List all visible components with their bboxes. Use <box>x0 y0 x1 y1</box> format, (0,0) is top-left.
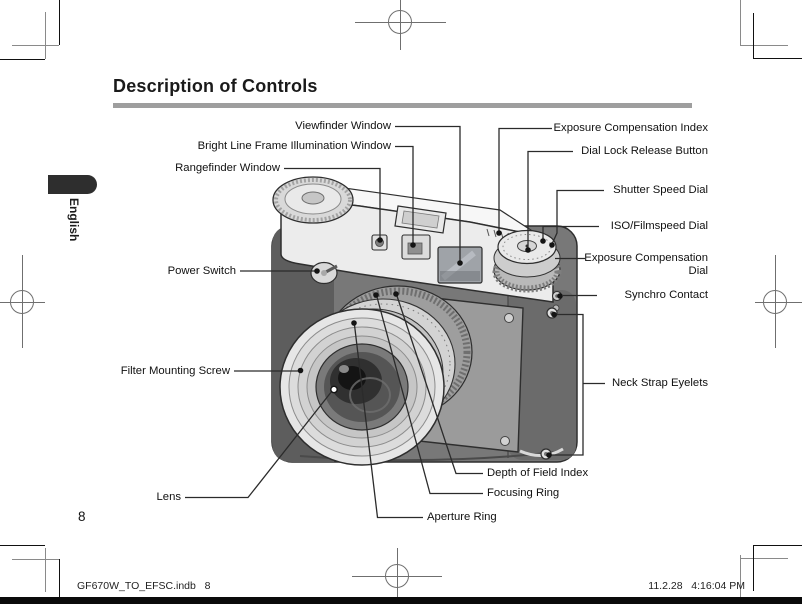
callout-power-switch: Power Switch <box>167 264 236 277</box>
exposure-compensation-index-ticks <box>486 228 518 242</box>
callout-filter-mounting-screw: Filter Mounting Screw <box>120 364 230 377</box>
page-number: 8 <box>78 509 86 524</box>
callout-rangefinder-window: Rangefinder Window <box>175 162 280 174</box>
callout-depth-of-field-index: Depth of Field Index <box>487 467 589 479</box>
dial-stack <box>492 229 562 293</box>
page-title: Description of Controls <box>113 76 318 96</box>
callout-iso-filmspeed-dial: ISO/Filmspeed Dial <box>610 219 708 232</box>
film-advance-dial <box>272 176 354 224</box>
language-tab-marker <box>48 175 97 194</box>
callout-neck-strap-eyelets: Neck Strap Eyelets <box>611 376 708 389</box>
power-switch-shape <box>310 261 338 285</box>
leader-dots <box>297 230 563 458</box>
registration-mark-bottom <box>352 548 442 597</box>
callout-lens: Lens <box>156 491 182 503</box>
callout-shutter-speed-dial: Shutter Speed Dial <box>613 183 708 196</box>
scan-edge-bar <box>0 597 802 604</box>
registration-mark-right <box>755 255 802 348</box>
footer-filename: GF670W_TO_EFSC.indb 8 <box>77 580 211 592</box>
title-rule <box>113 103 692 108</box>
language-tab-label: English <box>67 198 81 242</box>
hot-shoe <box>394 205 447 234</box>
leader-lines <box>185 125 605 519</box>
callout-synchro-contact: Synchro Contact <box>624 288 708 301</box>
bright-line-window-shape <box>401 234 431 260</box>
top-plate <box>272 176 562 303</box>
callout-exposure-compensation-index: Exposure Compensation Index <box>553 121 708 134</box>
callout-exposure-compensation-dial: Exposure Compensation Dial <box>584 252 708 277</box>
callout-dial-lock-release-button: Dial Lock Release Button <box>581 144 708 157</box>
callout-viewfinder-window: Viewfinder Window <box>295 119 391 132</box>
registration-mark-top <box>355 0 446 50</box>
callout-focusing-ring: Focusing Ring <box>487 487 560 499</box>
callout-aperture-ring: Aperture Ring <box>427 511 497 523</box>
callout-bright-line-frame-illumination-window: Bright Line Frame Illumination Window <box>197 139 391 152</box>
footer-timestamp: 11.2.28 4:16:04 PM <box>648 580 745 592</box>
registration-mark-left <box>0 255 45 348</box>
